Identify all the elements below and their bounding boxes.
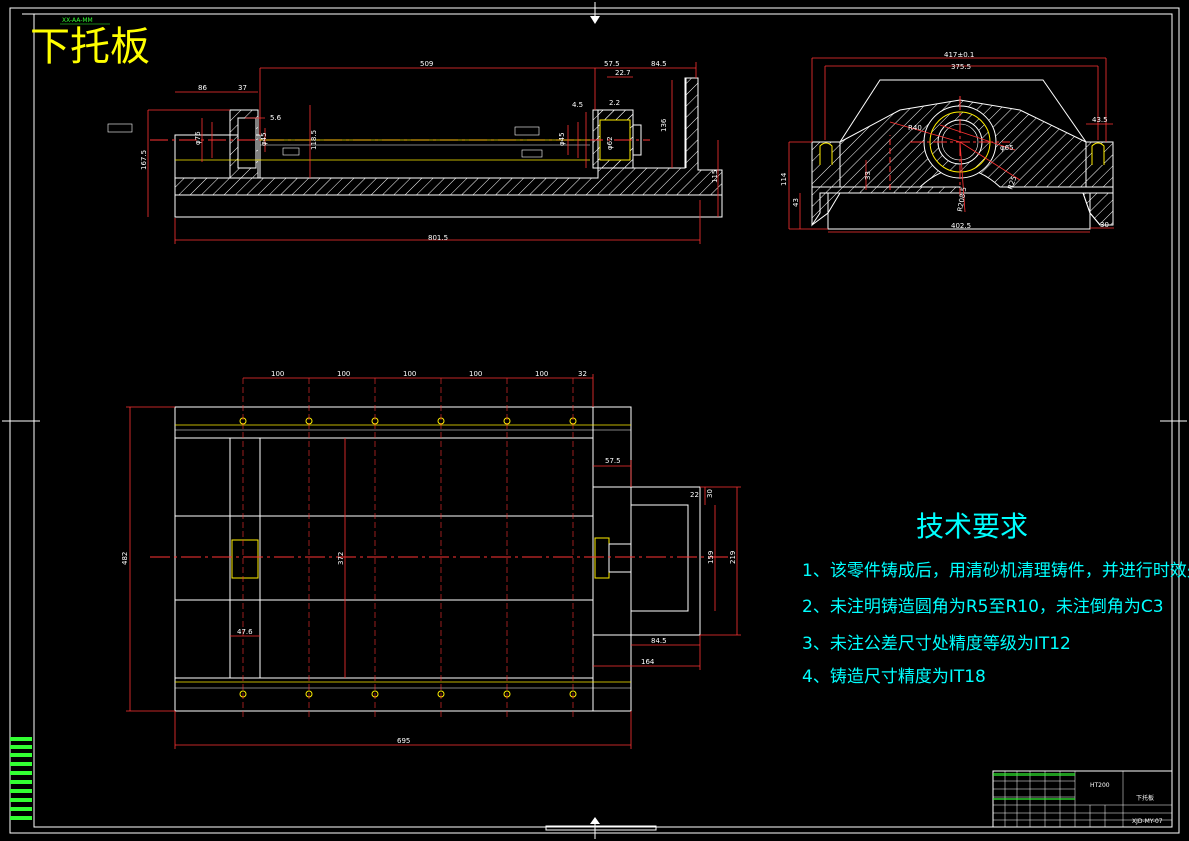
dim-width-tol: 417±0.1 [944, 51, 974, 59]
dim-43: 43 [792, 198, 800, 207]
pitch-6: 32 [578, 370, 587, 378]
bottom-hole-row [239, 690, 577, 698]
dim-top-overall-height: 482 [121, 552, 129, 565]
dim-top-span: 509 [420, 60, 433, 68]
tech-heading: 技术要求 [916, 510, 1028, 543]
tech-item-4: 4、铸造尺寸精度为IT18 [802, 667, 986, 687]
dim-top-inner-height: 372 [337, 552, 345, 565]
dim-base-width: 402.5 [951, 222, 971, 230]
dim-136: 136 [660, 118, 668, 132]
dim-115: 115 [711, 170, 719, 183]
dim-top-22: 22 [690, 491, 699, 499]
dim-167-5: 167.5 [140, 150, 148, 170]
dim-84-5: 84.5 [651, 60, 667, 68]
dim-33: 33 [864, 171, 872, 180]
front-left-boss [174, 134, 261, 179]
tech-item-1: 1、该零件铸成后，用清砂机清理铸件，并进行时效处理 [802, 561, 1189, 581]
title-part-name: 下托板 [1136, 794, 1154, 802]
dim-43-5: 43.5 [1092, 116, 1108, 124]
dim-dia-45-right: φ45 [558, 132, 566, 146]
top-main-body [174, 406, 594, 712]
title-drawing-no: XJD-MY-07 [1132, 818, 1163, 825]
dim-top-84-5: 84.5 [651, 637, 667, 645]
dim-30: 30 [1100, 221, 1109, 229]
pitch-3: 100 [403, 370, 416, 378]
dim-top-219: 219 [729, 551, 737, 564]
tech-item-3: 3、未注公差尺寸处精度等级为IT12 [802, 634, 1071, 654]
dim-37: 37 [238, 84, 247, 92]
front-base [174, 194, 723, 218]
dim-86: 86 [198, 84, 207, 92]
pitch-2: 100 [337, 370, 350, 378]
top-view: 100 100 100 100 100 32 695 482 372 57.5 … [121, 370, 741, 749]
dim-width-inner: 375.5 [951, 63, 971, 71]
dim-dia-45-left: φ45 [260, 132, 268, 146]
dim-top-164: 164 [641, 658, 655, 666]
dim-dia-76: φ76 [194, 131, 202, 145]
dim-114: 114 [780, 172, 788, 186]
dim-dia-65: φ65 [1000, 144, 1014, 152]
front-view: 801.5 509 57.5 84.5 22.7 4.5 2.2 136 115… [107, 60, 723, 244]
dim-118-5: 118.5 [310, 130, 318, 150]
dim-top-30: 30 [706, 489, 714, 498]
dim-overall-length: 801.5 [428, 234, 448, 242]
drawing-title: 下托板 [30, 24, 150, 70]
dim-top-57-5: 57.5 [605, 457, 621, 465]
dim-5-6: 5.6 [270, 114, 282, 122]
top-hole-row [239, 417, 577, 425]
dim-top-47-6: 47.6 [237, 628, 253, 636]
pitch-1: 100 [271, 370, 284, 378]
dim-top-overall-length: 695 [397, 737, 410, 745]
pitch-4: 100 [469, 370, 482, 378]
title-block: HT200 下托板 XJD-MY-07 [992, 770, 1173, 828]
side-view: 417±0.1 375.5 402.5 43.5 30 114 43 33 φ6… [780, 51, 1114, 233]
dim-22-7: 22.7 [615, 69, 631, 77]
dim-4-5: 4.5 [572, 101, 583, 109]
dim-57-5: 57.5 [604, 60, 620, 68]
title-material: HT200 [1090, 782, 1110, 789]
left-label-strip [10, 737, 32, 820]
dim-r-40: R40 [908, 124, 922, 132]
dim-2-2: 2.2 [609, 99, 620, 107]
pitch-5: 100 [535, 370, 548, 378]
tech-requirements: 技术要求 1、该零件铸成后，用清砂机清理铸件，并进行时效处理 2、未注明铸造圆角… [802, 510, 1189, 687]
dim-top-159: 159 [707, 551, 715, 564]
tech-item-2: 2、未注明铸造圆角为R5至R10，未注倒角为C3 [802, 597, 1164, 617]
stamp-text: XX-AA-MM [62, 17, 93, 24]
dim-dia-62: φ62 [606, 136, 614, 150]
